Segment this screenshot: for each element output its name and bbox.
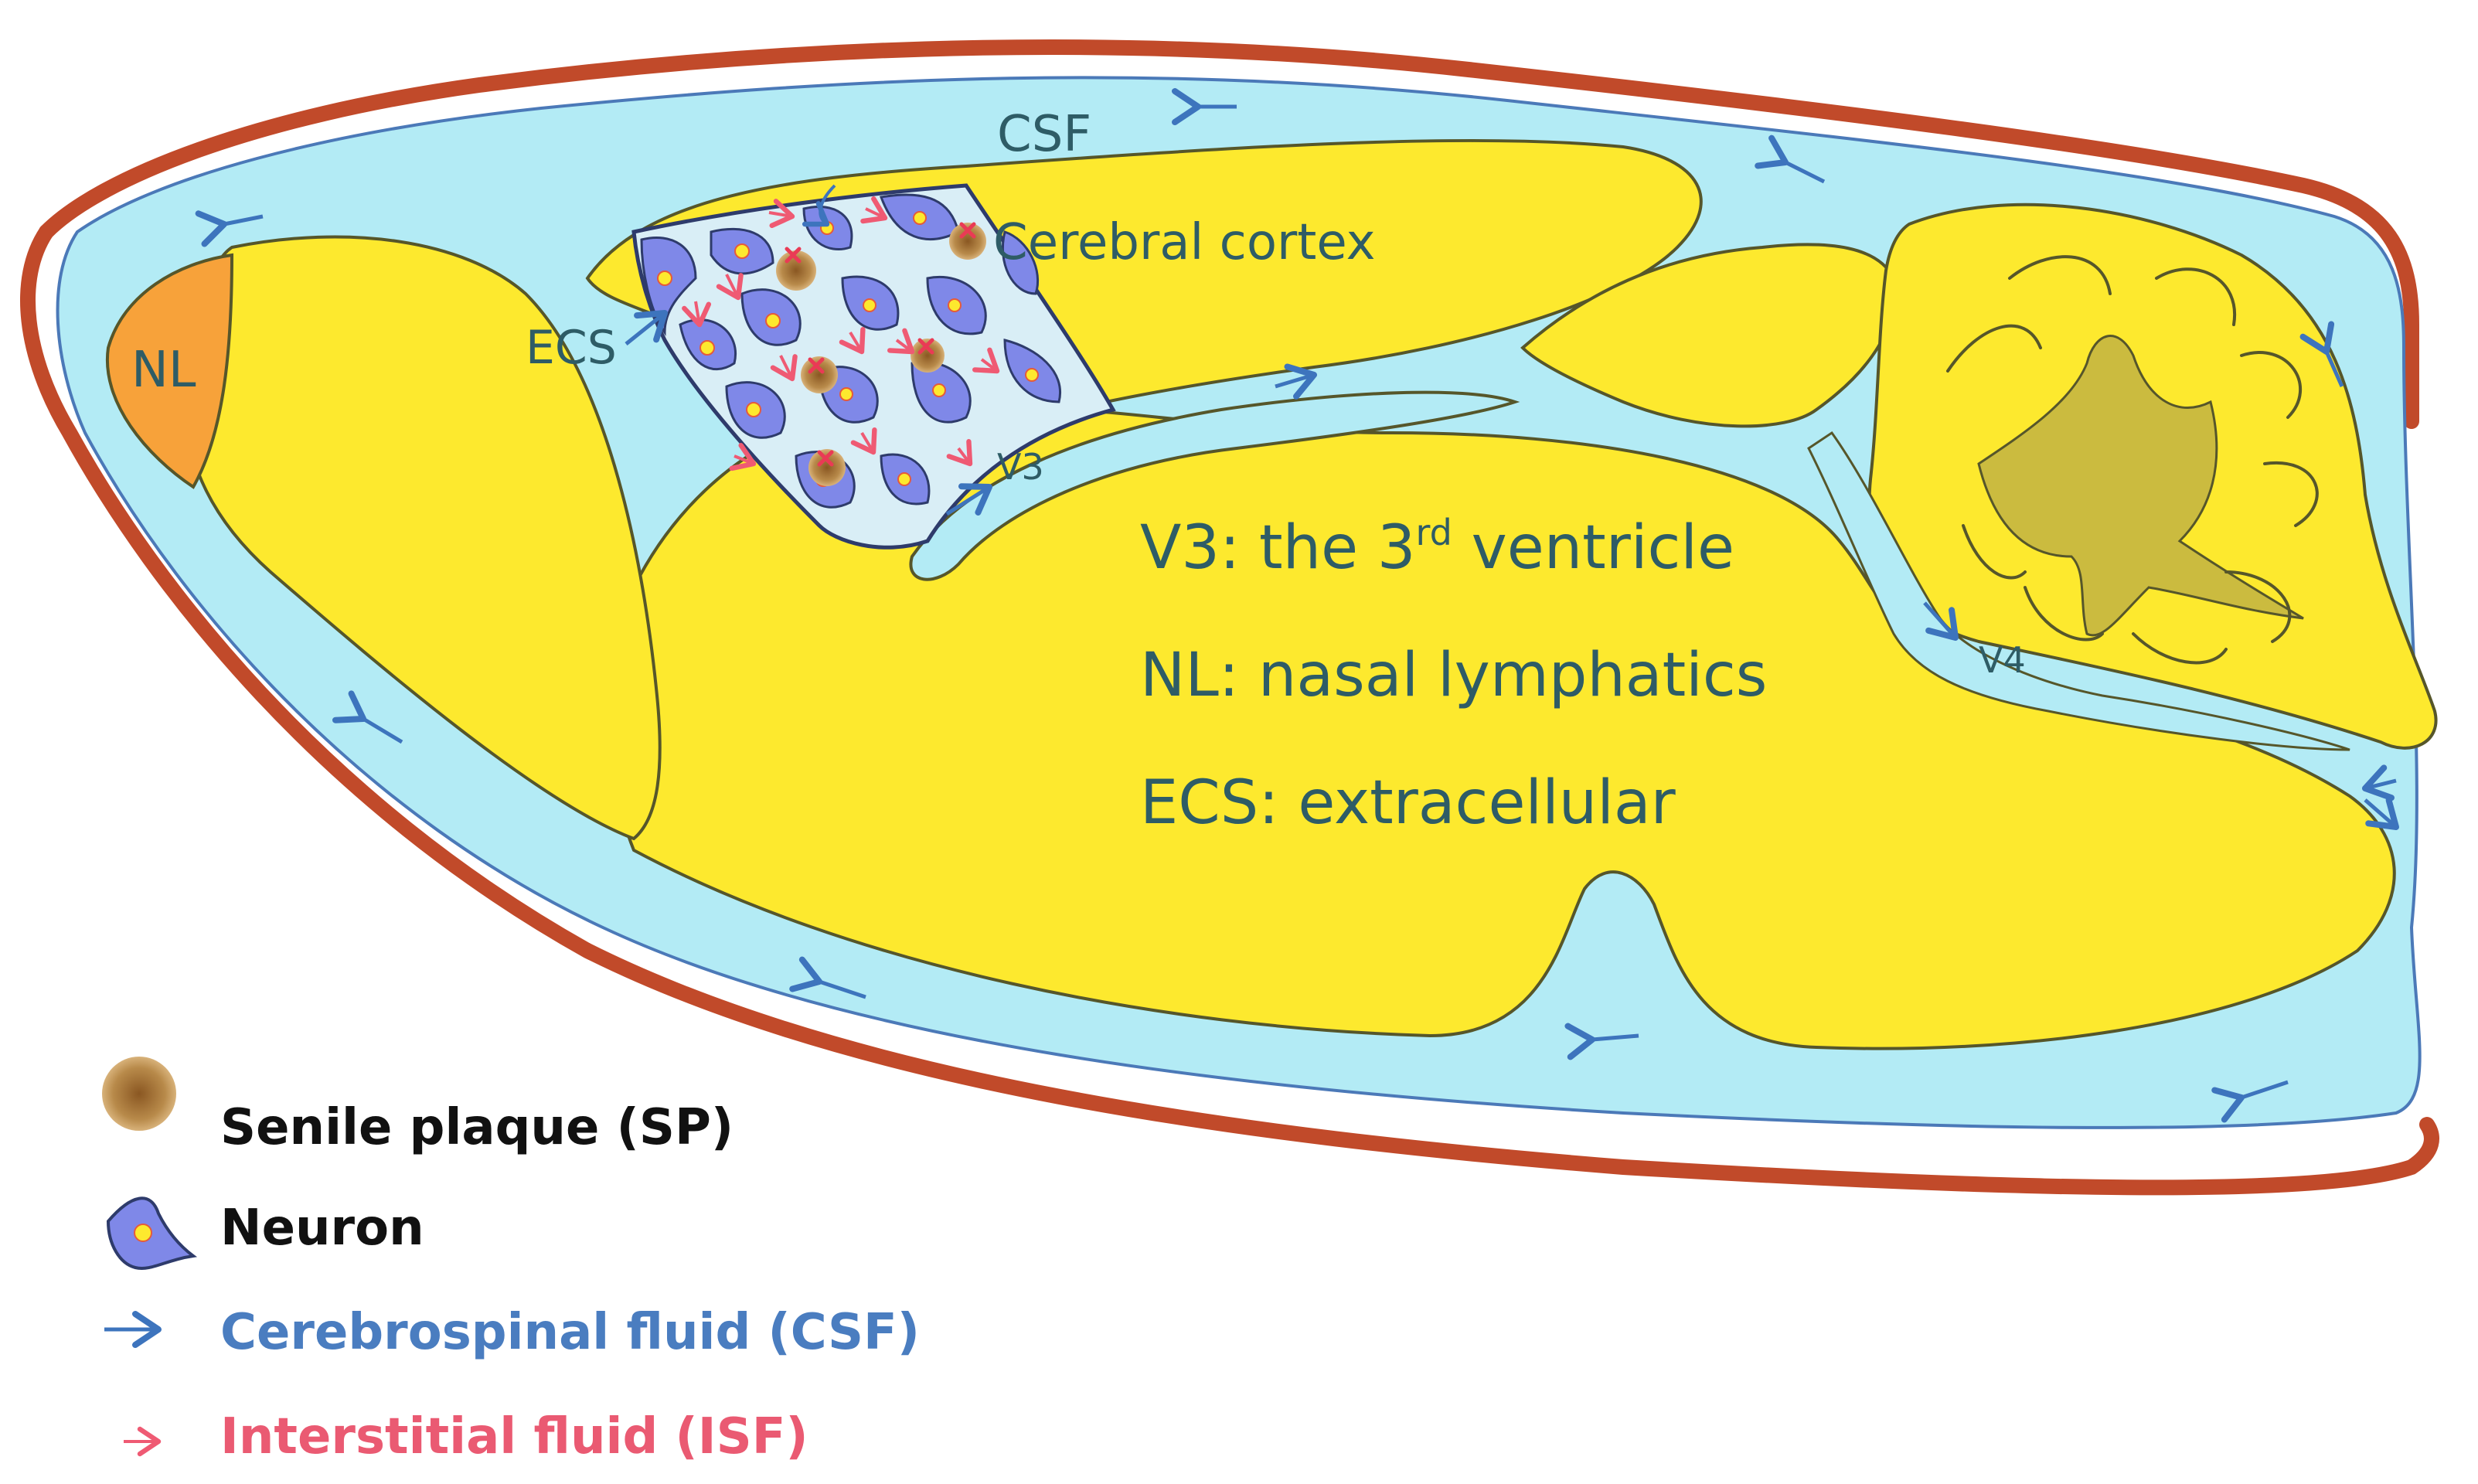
csf-label: CSF xyxy=(997,106,1091,163)
v4-label: V4 xyxy=(1979,639,2026,681)
note-v3: V3: the 3rd ventricle xyxy=(1140,512,1734,583)
csf-arrow xyxy=(1923,601,1959,641)
csf-arrows xyxy=(195,88,2399,1123)
csf-arrow xyxy=(332,690,403,744)
v3-label: V3 xyxy=(997,446,1044,488)
csf-arrow xyxy=(2211,1080,2289,1123)
senile-plaques xyxy=(776,223,986,486)
csf-arrow xyxy=(789,956,866,999)
cerebral-cortex-label: Cerebral cortex xyxy=(993,214,1376,271)
csf-entry-arrow xyxy=(802,184,836,227)
neuron-cluster xyxy=(640,193,1061,509)
csf-arrow xyxy=(1275,363,1317,400)
skull-outline xyxy=(39,39,2419,429)
nasal-lymphatics xyxy=(105,253,234,489)
legend: Senile plaque (SP) Neuron Cerebrospinal … xyxy=(102,1057,920,1465)
arbor-vitae xyxy=(1977,335,2304,637)
csf-arrow xyxy=(195,210,264,247)
legend-neuron-label: Neuron xyxy=(220,1200,424,1257)
ecs-label: ECS xyxy=(526,321,617,375)
note-ecs: ECS: extracellular xyxy=(1140,768,1676,838)
ecs-pointer xyxy=(625,310,668,345)
csf-arrow xyxy=(945,483,992,516)
legend-plaque-label: Senile plaque (SP) xyxy=(220,1099,734,1156)
isf-arrows xyxy=(682,196,1000,471)
csf-arrow xyxy=(2362,764,2397,802)
csf-arrow xyxy=(2364,797,2399,830)
cortex-inset xyxy=(631,183,1116,550)
csf-arrow xyxy=(1755,134,1826,184)
csf-arrow xyxy=(1564,1023,1639,1060)
legend-isf-label: Interstitial fluid (ISF) xyxy=(220,1408,808,1465)
v3-channel xyxy=(909,390,1520,581)
csf-arrow xyxy=(2299,321,2344,388)
note-nl: NL: nasal lymphatics xyxy=(1140,641,1767,710)
legend-csf-label: Cerebrospinal fluid (CSF) xyxy=(220,1304,920,1361)
plaque-icon xyxy=(102,1057,176,1131)
cerebellum-folds xyxy=(1946,255,2319,665)
nl-label: NL xyxy=(131,342,196,399)
skull-outline-lower xyxy=(20,224,2439,1196)
neuron-nucleus-icon xyxy=(134,1224,152,1242)
blocked-isf-crosses xyxy=(785,222,976,467)
